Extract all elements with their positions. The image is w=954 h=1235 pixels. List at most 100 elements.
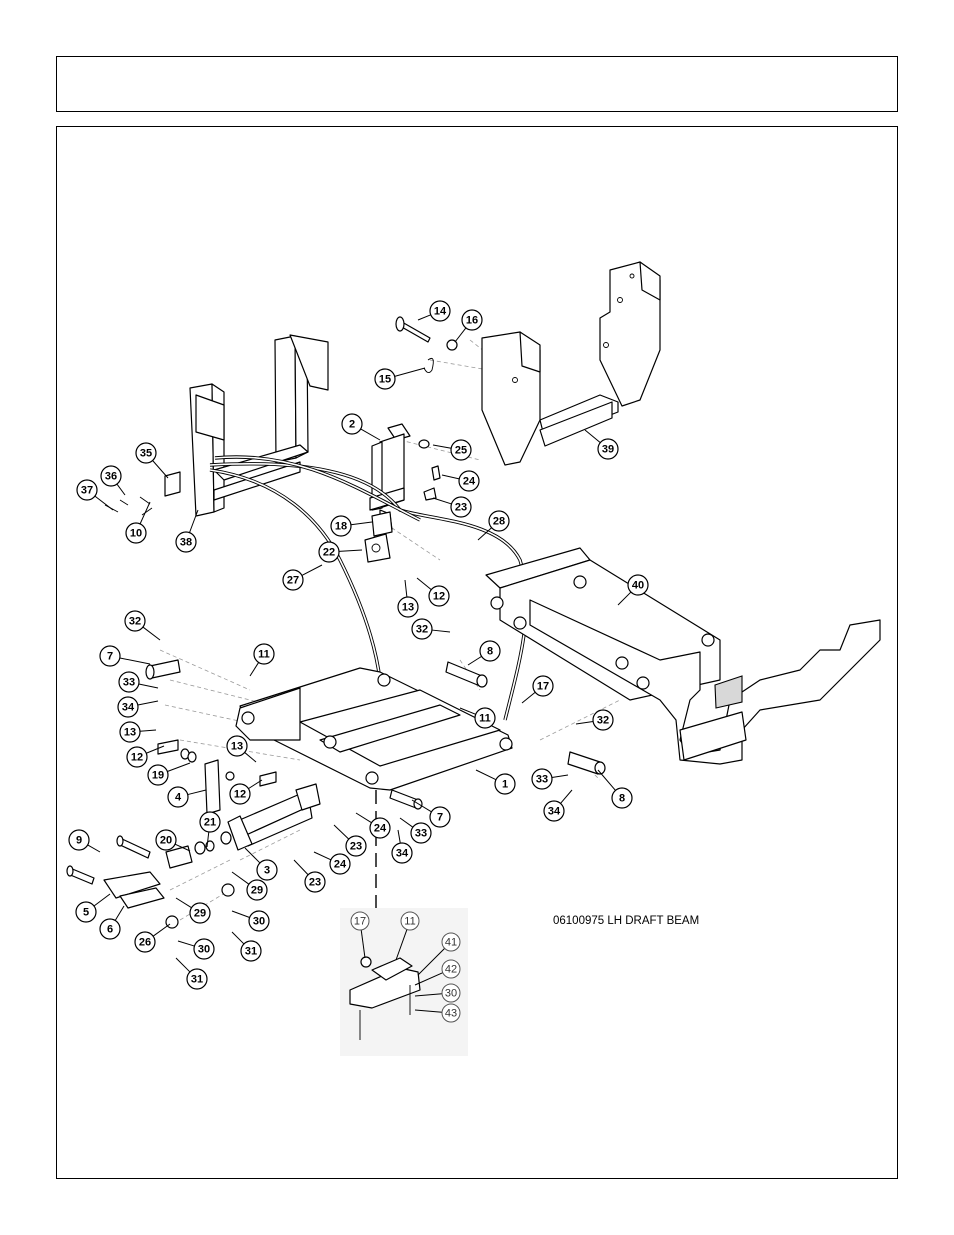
leader-c30b [178, 941, 194, 946]
callout-c33a: 33 [119, 672, 139, 692]
callout-c35: 35 [136, 443, 156, 463]
leader-c38 [190, 510, 198, 533]
clevis-22 [365, 512, 392, 562]
callout-c29a: 29 [247, 880, 267, 900]
pin-14 [396, 317, 457, 373]
callout-label: 8 [487, 646, 493, 658]
callout-i42: 42 [442, 960, 460, 978]
callout-label: 23 [309, 877, 321, 889]
leader-c6 [115, 906, 124, 920]
callout-c24a: 24 [459, 471, 479, 491]
leader-c24b [356, 813, 372, 823]
callout-c10: 10 [126, 523, 146, 543]
callout-label: 37 [81, 485, 93, 497]
leader-c31a [232, 932, 244, 944]
callout-c34a: 34 [118, 697, 138, 717]
leader-c24a [442, 475, 459, 479]
callout-label: 9 [76, 835, 82, 847]
callout-c37: 37 [77, 480, 97, 500]
callout-label: 30 [198, 944, 210, 956]
callout-c21: 21 [200, 812, 220, 832]
leader-c31b [176, 958, 190, 972]
callout-c40: 40 [628, 575, 648, 595]
callout-c38: 38 [176, 532, 196, 552]
callout-c25: 25 [451, 440, 471, 460]
callout-label: 12 [234, 789, 246, 801]
callout-label: 33 [123, 677, 135, 689]
callout-c32b: 32 [412, 619, 432, 639]
leader-c8b [598, 770, 615, 790]
leader-c33a [139, 684, 158, 688]
callout-c32c: 32 [593, 710, 613, 730]
callout-label: 18 [335, 521, 347, 533]
callout-i30: 30 [442, 984, 460, 1002]
callout-label: 19 [152, 770, 164, 782]
callout-i11: 11 [401, 912, 419, 930]
callout-label: 17 [537, 681, 549, 693]
callout-c5: 5 [76, 902, 96, 922]
callout-label: 11 [404, 916, 415, 928]
draft-frame-1 [236, 668, 512, 790]
callout-c3: 3 [257, 860, 277, 880]
callout-c17a: 17 [533, 676, 553, 696]
callout-label: 7 [107, 651, 113, 663]
leader-c13c [245, 752, 256, 762]
leader-c12a [417, 578, 431, 590]
callout-c12a: 12 [429, 586, 449, 606]
callout-label: 34 [396, 848, 409, 860]
leader-c25 [433, 445, 451, 448]
callout-label: 11 [479, 713, 491, 725]
leader-c4 [188, 790, 206, 795]
callout-label: 24 [463, 476, 476, 488]
callout-label: 35 [140, 448, 152, 460]
leader-c10 [140, 502, 150, 524]
callout-label: 7 [437, 812, 443, 824]
leader-c22 [339, 550, 362, 551]
callout-c11b: 11 [475, 708, 495, 728]
callout-label: 30 [445, 988, 457, 1000]
callout-label: 14 [434, 306, 447, 318]
callout-label: 33 [536, 774, 548, 786]
callout-label: 12 [131, 752, 143, 764]
callout-c20: 20 [156, 830, 176, 850]
callout-c34b: 34 [544, 801, 564, 821]
callout-c34c: 34 [392, 843, 412, 863]
callout-c39: 39 [598, 439, 618, 459]
callout-label: 40 [632, 580, 644, 592]
callout-c31b: 31 [187, 969, 207, 989]
callout-c12b: 12 [127, 747, 147, 767]
leader-c36 [117, 484, 125, 495]
callout-label: 11 [258, 649, 270, 661]
leader-c32c [576, 721, 593, 724]
callout-c4: 4 [168, 787, 188, 807]
callout-c19: 19 [148, 765, 168, 785]
leader-c5 [94, 894, 110, 906]
callout-c14: 14 [430, 301, 450, 321]
leader-c32a [143, 627, 160, 640]
callout-label: 33 [415, 828, 427, 840]
callout-label: 13 [231, 741, 243, 753]
leader-c14 [418, 315, 431, 320]
callout-label: 30 [253, 916, 265, 928]
callout-label: 31 [245, 946, 257, 958]
callout-label: 3 [264, 865, 270, 877]
callout-i43: 43 [442, 1004, 460, 1022]
callout-label: 22 [323, 547, 335, 559]
callout-c15: 15 [375, 369, 395, 389]
leader-c23c [294, 860, 308, 875]
leader-c23b [334, 825, 349, 839]
leader-c34a [138, 701, 158, 705]
callout-c7a: 7 [100, 646, 120, 666]
callout-label: 17 [354, 916, 366, 928]
callout-c7b: 7 [430, 807, 450, 827]
callout-c32a: 32 [125, 611, 145, 631]
callout-label: 25 [455, 445, 467, 457]
callout-label: 5 [83, 907, 89, 919]
valve-mount-38 [190, 335, 328, 516]
callout-label: 24 [334, 859, 347, 871]
callout-i41: 41 [442, 933, 460, 951]
callout-label: 13 [124, 727, 136, 739]
callout-c8a: 8 [480, 641, 500, 661]
callout-c1: 1 [495, 774, 515, 794]
